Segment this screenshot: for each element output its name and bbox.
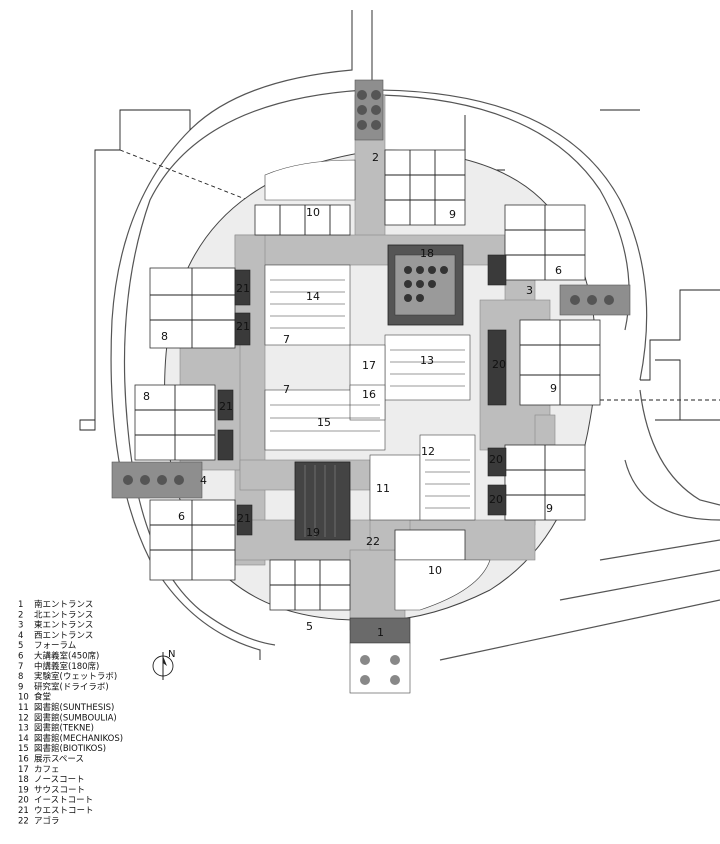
- site-road: [110, 10, 720, 661]
- label-15: 15: [317, 416, 331, 429]
- legend-label: 図書館(BIOTIKOS): [34, 743, 106, 754]
- legend-label: サウスコート: [34, 785, 85, 795]
- legend-label: イーストコート: [34, 796, 93, 806]
- legend-label: 図書館(SUMBOULIA): [34, 712, 117, 723]
- legend-number: 9: [18, 682, 23, 692]
- legend-number: 18: [18, 775, 29, 785]
- plan-labels: 1 2 3 4 5 6 6 7 7 8 8 9 9 9 10 10 11 12 …: [143, 151, 562, 639]
- label-8a: 8: [161, 330, 168, 343]
- label-10a: 10: [306, 206, 320, 219]
- label-7b: 7: [283, 383, 290, 396]
- legend-number: 8: [18, 672, 23, 682]
- label-21a: 21: [236, 282, 250, 295]
- legend-label: 中講義室(180席): [34, 661, 99, 672]
- label-6b: 6: [178, 510, 185, 523]
- legend-number: 13: [18, 724, 29, 734]
- legend-number: 7: [18, 662, 23, 672]
- legend-label: 図書館(MECHANIKOS): [34, 733, 123, 744]
- entrance-east: [559, 284, 631, 316]
- legend-number: 15: [18, 744, 29, 754]
- legend: 1 南エントランス 2 北エントランス 3 東エントランス 4 西エントランス 5 フォーラム 6 大…: [18, 599, 123, 826]
- label-20a: 20: [492, 358, 506, 371]
- label-21d: 21: [237, 512, 251, 525]
- label-6a: 6: [555, 264, 562, 277]
- legend-label: 大講義室(450席): [34, 651, 99, 662]
- label-11: 11: [376, 482, 390, 495]
- legend-label: 北エントランス: [34, 610, 93, 620]
- legend-number: 20: [18, 796, 29, 806]
- legend-label: アゴラ: [34, 815, 60, 826]
- legend-label: 南エントランス: [34, 599, 93, 610]
- label-22: 22: [366, 535, 380, 548]
- legend-number: 14: [18, 734, 29, 744]
- legend-label: 図書館(TEKNE): [34, 723, 94, 734]
- legend-label: 展示スペース: [34, 755, 84, 765]
- legend-label: カフェ: [34, 765, 60, 775]
- legend-number: 1: [18, 600, 23, 610]
- room-blocks: [134, 149, 601, 611]
- entrance-west: [111, 461, 203, 499]
- legend-number: 21: [18, 806, 29, 816]
- legend-label: 実験室(ウェットラボ): [34, 671, 117, 682]
- label-7a: 7: [283, 333, 290, 346]
- label-20b: 20: [489, 453, 503, 466]
- legend-number: 17: [18, 765, 29, 775]
- legend-number: 6: [18, 652, 23, 662]
- label-14: 14: [306, 290, 320, 303]
- label-9c: 9: [546, 502, 553, 515]
- legend-label: 研究室(ドライラボ): [34, 681, 109, 692]
- legend-number: 16: [18, 755, 29, 765]
- label-17: 17: [362, 359, 376, 372]
- legend-label: フォーラム: [34, 641, 76, 651]
- label-1: 1: [377, 626, 384, 639]
- label-3: 3: [526, 284, 533, 297]
- legend-number: 4: [18, 631, 23, 641]
- legend-number: 22: [18, 816, 29, 826]
- legend-number: 12: [18, 713, 29, 723]
- label-21b: 21: [236, 320, 250, 333]
- legend-label: 西エントランス: [34, 631, 93, 641]
- label-9a: 9: [449, 208, 456, 221]
- label-4: 4: [200, 474, 207, 487]
- label-19: 19: [306, 526, 320, 539]
- label-20c: 20: [489, 493, 503, 506]
- legend-label: ノースコート: [34, 775, 85, 785]
- legend-label: ウエストコート: [34, 806, 94, 816]
- legend-number: 5: [18, 641, 23, 651]
- label-5: 5: [306, 620, 313, 633]
- legend-number: 10: [18, 693, 29, 703]
- legend-label: 食堂: [34, 692, 51, 703]
- legend-label: 図書館(SUNTHESIS): [34, 702, 114, 713]
- label-13: 13: [420, 354, 434, 367]
- label-18: 18: [420, 247, 434, 260]
- library-interiors: [264, 159, 491, 611]
- label-12: 12: [421, 445, 435, 458]
- label-10b: 10: [428, 564, 442, 577]
- label-2: 2: [372, 151, 379, 164]
- entrance-south: [349, 617, 411, 694]
- north-arrow: N: [152, 649, 175, 680]
- entrance-north: [354, 79, 384, 141]
- legend-number: 11: [18, 703, 29, 713]
- north-label: N: [168, 649, 175, 660]
- label-9b: 9: [550, 382, 557, 395]
- label-8b: 8: [143, 390, 150, 403]
- label-21c: 21: [219, 400, 233, 413]
- label-16: 16: [362, 388, 376, 401]
- legend-number: 3: [18, 621, 23, 631]
- legend-number: 2: [18, 610, 23, 620]
- legend-number: 19: [18, 785, 29, 795]
- legend-label: 東エントランス: [34, 620, 93, 631]
- courts: [217, 244, 507, 541]
